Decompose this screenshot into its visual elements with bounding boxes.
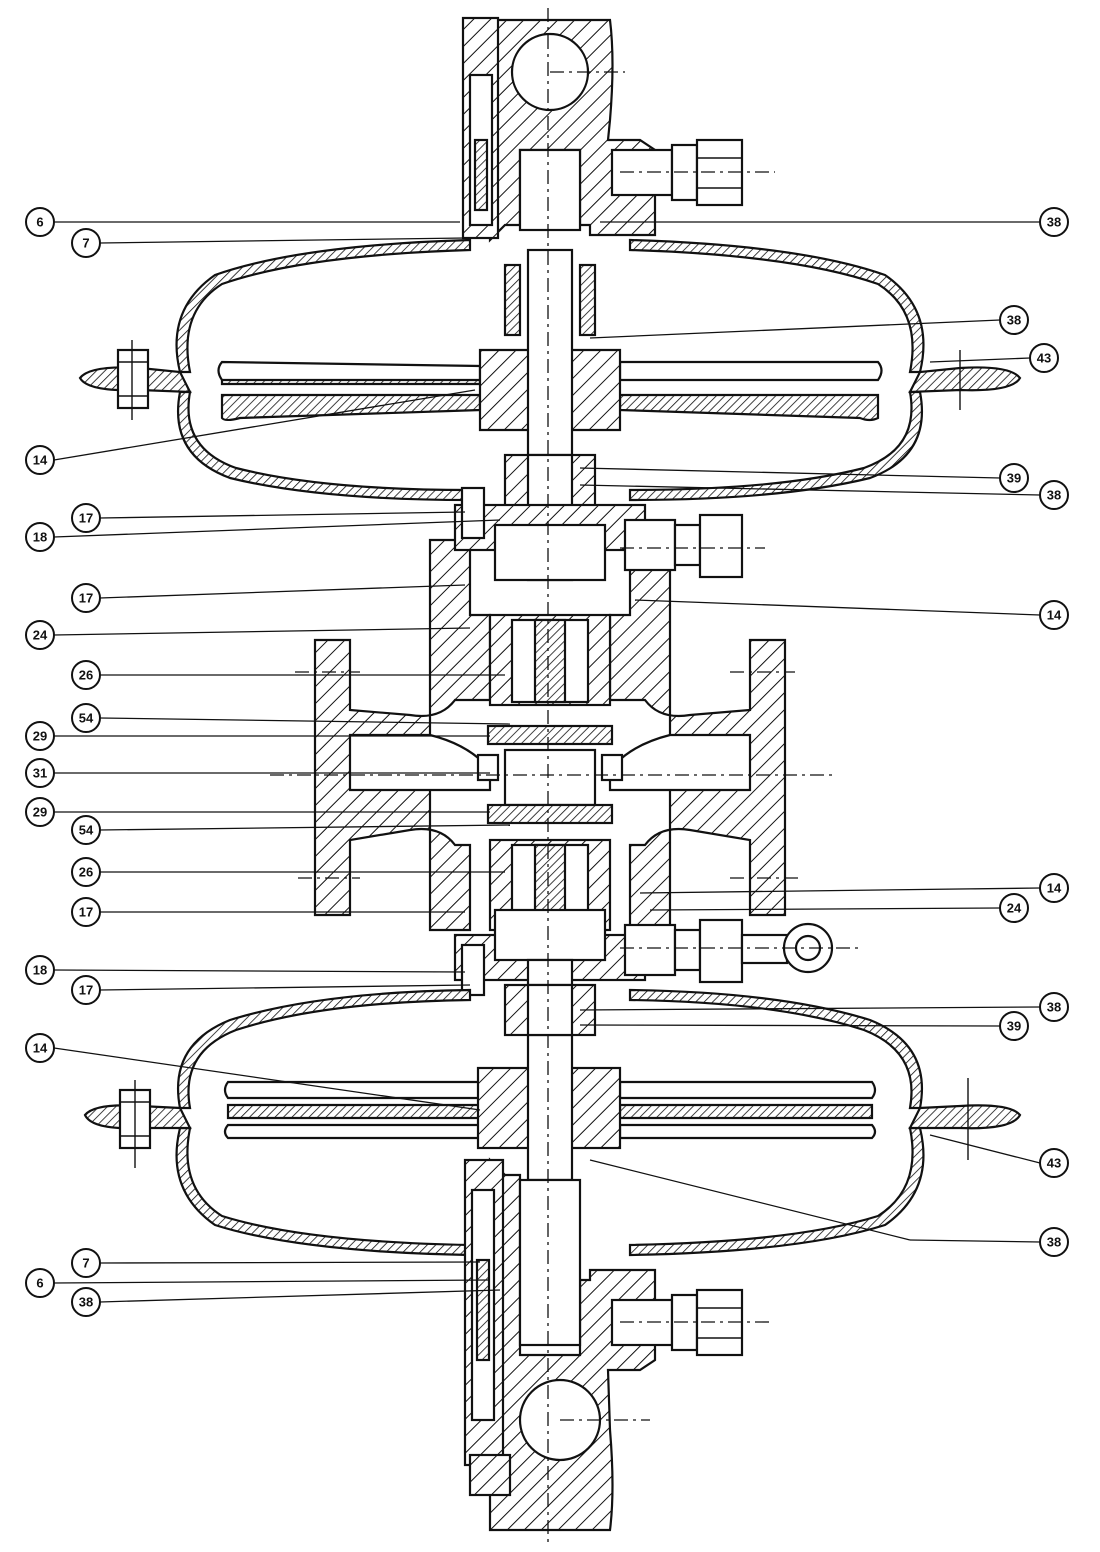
callout-17: 17 bbox=[71, 583, 101, 613]
svg-text:17: 17 bbox=[79, 983, 93, 998]
callout-43: 43 bbox=[1039, 1148, 1069, 1178]
bottom-yoke bbox=[463, 1157, 744, 1532]
lower-diaphragm-housing bbox=[83, 958, 1022, 1257]
svg-text:14: 14 bbox=[1047, 881, 1062, 896]
callout-38: 38 bbox=[1039, 480, 1069, 510]
svg-text:38: 38 bbox=[1007, 313, 1021, 328]
svg-text:54: 54 bbox=[79, 823, 94, 838]
svg-text:38: 38 bbox=[1047, 488, 1061, 503]
callout-14: 14 bbox=[1039, 600, 1069, 630]
callout-26: 26 bbox=[71, 857, 101, 887]
leader-lines bbox=[53, 221, 1041, 1303]
svg-text:38: 38 bbox=[1047, 1235, 1061, 1250]
centerlines bbox=[270, 8, 860, 1545]
callout-24: 24 bbox=[25, 620, 55, 650]
callout-29: 29 bbox=[25, 721, 55, 751]
callout-17: 17 bbox=[71, 503, 101, 533]
svg-text:38: 38 bbox=[1047, 1000, 1061, 1015]
callout-39: 39 bbox=[999, 463, 1029, 493]
valve-body bbox=[313, 486, 834, 997]
callout-24: 24 bbox=[999, 893, 1029, 923]
svg-text:24: 24 bbox=[33, 628, 48, 643]
callouts-right: 38 38 43 39 38 14 14 24 38 39 43 38 bbox=[999, 207, 1069, 1257]
svg-text:31: 31 bbox=[33, 766, 47, 781]
callout-39: 39 bbox=[999, 1011, 1029, 1041]
svg-text:17: 17 bbox=[79, 511, 93, 526]
svg-text:29: 29 bbox=[33, 805, 47, 820]
callout-26: 26 bbox=[71, 660, 101, 690]
callout-54: 54 bbox=[71, 815, 101, 845]
svg-text:38: 38 bbox=[79, 1295, 93, 1310]
svg-text:14: 14 bbox=[33, 1041, 48, 1056]
svg-text:54: 54 bbox=[79, 711, 94, 726]
callout-14: 14 bbox=[25, 1033, 55, 1063]
svg-text:26: 26 bbox=[79, 668, 93, 683]
svg-text:17: 17 bbox=[79, 591, 93, 606]
callout-31: 31 bbox=[25, 758, 55, 788]
svg-text:7: 7 bbox=[82, 1256, 89, 1271]
svg-text:7: 7 bbox=[82, 236, 89, 251]
svg-text:29: 29 bbox=[33, 729, 47, 744]
callout-54: 54 bbox=[71, 703, 101, 733]
svg-text:6: 6 bbox=[36, 215, 43, 230]
callout-6: 6 bbox=[25, 207, 55, 237]
callout-17: 17 bbox=[71, 975, 101, 1005]
svg-text:14: 14 bbox=[1047, 608, 1062, 623]
callout-17: 17 bbox=[71, 897, 101, 927]
callout-38: 38 bbox=[1039, 992, 1069, 1022]
svg-text:43: 43 bbox=[1037, 351, 1051, 366]
svg-text:14: 14 bbox=[33, 453, 48, 468]
svg-text:38: 38 bbox=[1047, 215, 1061, 230]
svg-text:43: 43 bbox=[1047, 1156, 1061, 1171]
callout-14: 14 bbox=[25, 445, 55, 475]
svg-text:39: 39 bbox=[1007, 471, 1021, 486]
callout-43: 43 bbox=[1029, 343, 1059, 373]
callout-38: 38 bbox=[1039, 207, 1069, 237]
svg-text:17: 17 bbox=[79, 905, 93, 920]
svg-text:18: 18 bbox=[33, 963, 47, 978]
callout-6: 6 bbox=[25, 1268, 55, 1298]
callouts-left: 6 7 14 17 18 17 24 26 54 29 31 29 54 26 … bbox=[25, 207, 101, 1317]
svg-text:24: 24 bbox=[1007, 901, 1022, 916]
callout-18: 18 bbox=[25, 522, 55, 552]
callout-38: 38 bbox=[1039, 1227, 1069, 1257]
svg-text:18: 18 bbox=[33, 530, 47, 545]
callout-38: 38 bbox=[71, 1287, 101, 1317]
callout-7: 7 bbox=[71, 1248, 101, 1278]
callout-18: 18 bbox=[25, 955, 55, 985]
upper-diaphragm-housing bbox=[78, 238, 1022, 582]
svg-text:26: 26 bbox=[79, 865, 93, 880]
svg-text:6: 6 bbox=[36, 1276, 43, 1291]
callout-29: 29 bbox=[25, 797, 55, 827]
callout-38: 38 bbox=[999, 305, 1029, 335]
callout-7: 7 bbox=[71, 228, 101, 258]
top-yoke bbox=[461, 16, 744, 243]
callout-14: 14 bbox=[1039, 873, 1069, 903]
svg-text:39: 39 bbox=[1007, 1019, 1021, 1034]
